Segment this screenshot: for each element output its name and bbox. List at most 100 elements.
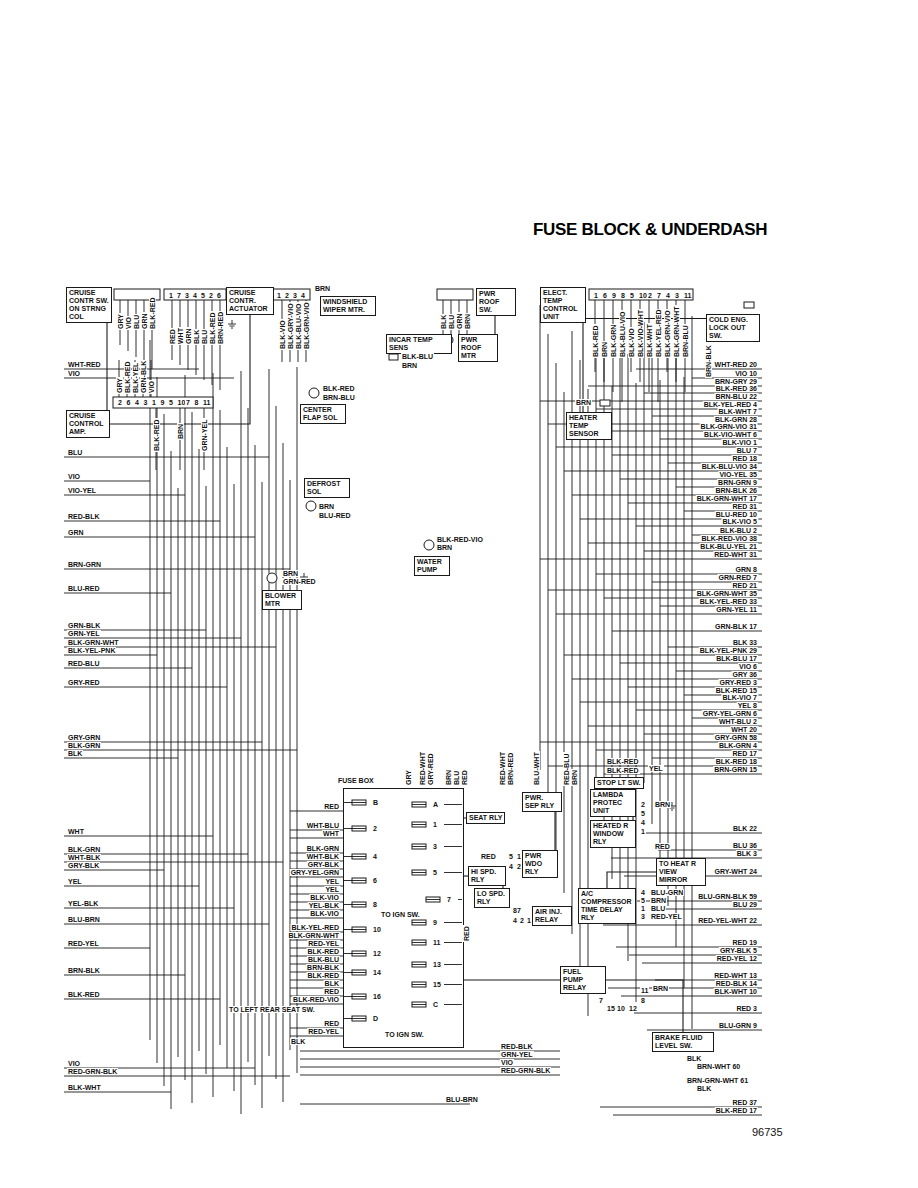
wire-label: GRN 8 xyxy=(735,566,758,573)
wire-label: RED-YEL xyxy=(67,940,100,947)
wire-label: BLK xyxy=(440,314,447,330)
wire-label: BLK xyxy=(324,980,340,987)
fuse-symbol xyxy=(352,828,366,829)
callout-number: 5 xyxy=(432,869,438,876)
wire xyxy=(178,488,179,1057)
wire-label: BLK-BLU 2 xyxy=(719,527,758,534)
fuse-symbol xyxy=(412,942,426,943)
callout-number: 13 xyxy=(432,961,442,968)
wire xyxy=(297,367,298,1073)
wire-label: YEL xyxy=(648,765,664,772)
fuse-symbol xyxy=(412,824,426,825)
wire xyxy=(144,300,145,363)
fuse-symbol xyxy=(412,822,426,827)
wire-label: GRN-RED 7 xyxy=(717,574,758,581)
wire-label: RED 17 xyxy=(731,750,758,757)
component-box: CRUISE CONTR SW. ON STRNG COL xyxy=(66,287,112,323)
fuse-lead xyxy=(343,996,352,997)
callout-number: 6 xyxy=(372,877,378,884)
wire-label: GRN-YEL xyxy=(500,1051,534,1058)
component-name: LO SPD. RLY xyxy=(477,890,507,906)
wire-label: WHT xyxy=(177,327,184,345)
component-box: BRAKE FLUID LEVEL SW. xyxy=(652,1032,714,1052)
motor-symbol xyxy=(267,573,277,583)
callout-number: 9 xyxy=(611,292,617,299)
wire xyxy=(64,758,178,759)
wire xyxy=(644,322,645,783)
component-box: LAMBDA PROTEC UNIT xyxy=(590,789,636,817)
wire-label: BLK-BLU-VIO xyxy=(619,311,626,359)
fuse-symbol xyxy=(352,878,366,883)
wire-label: BLU-GRN xyxy=(650,889,684,896)
wire-label: BRN-RED xyxy=(507,752,514,786)
motor-symbol xyxy=(424,540,434,550)
callout-number: 4 xyxy=(300,292,306,299)
box-heading: FUSE BOX xyxy=(337,777,375,785)
fuse-lead xyxy=(444,824,462,825)
fuse-symbol xyxy=(352,970,366,975)
callout-number: 4 xyxy=(372,853,378,860)
wire-label: BLK-YEL xyxy=(132,362,139,394)
fuse-lead xyxy=(343,880,352,881)
wire-label: BRN xyxy=(445,769,452,786)
callout-number: 3 xyxy=(292,292,298,299)
wire xyxy=(596,328,597,797)
figure-number: 96735 xyxy=(752,1126,783,1139)
wire-connector xyxy=(606,980,683,1032)
fuse-lead xyxy=(343,1018,352,1019)
fuse-symbol xyxy=(352,951,366,956)
callout-number: 7 xyxy=(598,997,604,1004)
wire xyxy=(300,1104,470,1105)
callout-number: 5 xyxy=(629,292,635,299)
callout-number: 7 xyxy=(656,292,662,299)
callout-number: 2 xyxy=(284,292,290,299)
wire-label: BLK-WHT xyxy=(67,1084,102,1091)
wire-label: VIO 6 xyxy=(738,663,758,670)
component-box: WINDSHIELD WIPER MTR. xyxy=(320,296,376,316)
wire-label: BLK-RED xyxy=(149,297,156,331)
wire-label: GRY xyxy=(405,769,412,786)
callout-number: 8 xyxy=(194,399,200,406)
wire xyxy=(64,495,185,496)
component-box: HEATER TEMP SENSOR xyxy=(566,412,612,440)
fuse-symbol xyxy=(412,982,426,987)
fuse-symbol xyxy=(412,872,426,873)
callout-number: 4 xyxy=(665,292,671,299)
wire-label: GRN-YEL xyxy=(67,630,101,637)
wire xyxy=(64,593,171,594)
callout-number: 4 xyxy=(134,399,140,406)
wire-label: BLK xyxy=(686,1055,702,1062)
wire-label: BLK-GRN-WHT xyxy=(287,932,340,939)
wire xyxy=(241,371,242,1114)
wire xyxy=(185,375,186,1080)
wire xyxy=(628,354,629,961)
wire-label: GRN-RED xyxy=(282,578,317,585)
wire-label: BLK-VIO-WHT xyxy=(637,309,644,358)
wire-label: BLK 33 xyxy=(732,639,758,646)
wire-label: RED-WHT 31 xyxy=(713,551,758,558)
wire-label: BLK-VIO 5 xyxy=(721,518,758,525)
wire-label: GRN xyxy=(185,327,192,345)
wire-label: BLK-RED-VIO xyxy=(292,996,340,1003)
wire-label: BLK-VIO xyxy=(309,910,340,917)
fuse-symbol xyxy=(352,929,366,930)
wire xyxy=(64,908,234,909)
wire-label: GRY-RED xyxy=(67,679,101,686)
callout-number: 1 xyxy=(526,917,532,924)
component-box: A/C COMPRESSOR TIME DELAY RLY xyxy=(578,888,636,924)
wire-label: BLK-RED 18 xyxy=(715,758,758,765)
callout-number: 2 xyxy=(208,292,214,299)
wire-label: VIO xyxy=(148,380,155,394)
wire xyxy=(64,870,164,871)
connector xyxy=(164,289,226,300)
component-box: CRUISE CONTROL AMP. xyxy=(66,410,110,438)
wire-label: BRN xyxy=(652,985,669,992)
wire-label: WHT-RED xyxy=(67,361,102,368)
callout-number: 7 xyxy=(176,292,182,299)
wire-label: BRN-RED xyxy=(217,311,224,345)
wire xyxy=(234,484,235,1091)
wire-connector xyxy=(110,315,250,424)
wire-label: BLK-GRN-WHT xyxy=(673,305,680,358)
fuse-symbol xyxy=(412,846,426,847)
wire-connector xyxy=(586,318,706,319)
